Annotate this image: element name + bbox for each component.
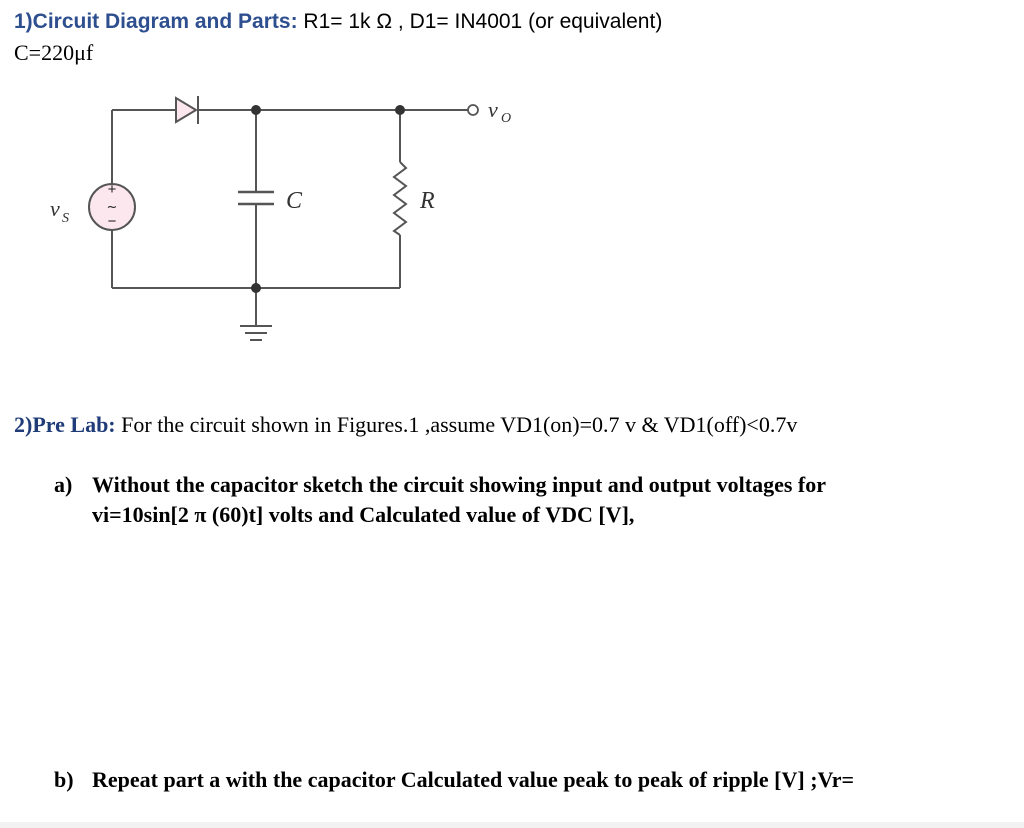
section2-label: 2)Pre Lab: <box>14 412 116 437</box>
section2-text: For the circuit shown in Figures.1 ,assu… <box>115 412 798 437</box>
source-label: v <box>50 196 60 221</box>
section2-heading: 2)Pre Lab: For the circuit shown in Figu… <box>14 410 797 440</box>
question-a-line2: vi=10sin[2 π (60)t] volts and Calculated… <box>92 502 635 527</box>
capacitor-value: C=220μf <box>14 40 94 65</box>
source-subscript: S <box>62 211 69 226</box>
section1-heading: 1)Circuit Diagram and Parts: R1= 1k Ω , … <box>14 8 662 36</box>
resistor-label: R <box>419 188 435 214</box>
question-b-marker: b) <box>54 767 74 792</box>
output-subscript: O <box>501 111 511 126</box>
parts-list: R1= 1k Ω , D1= IN4001 (or equivalent) <box>303 10 663 33</box>
output-label: v <box>488 97 498 122</box>
question-b: b) Repeat part a with the capacitor Calcu… <box>54 765 854 795</box>
question-a-line1: Without the capacitor sketch the circuit… <box>92 472 826 497</box>
ac-source-symbol: + ~ − <box>88 181 136 231</box>
circuit-diagram: + ~ − v S C R v O <box>50 96 511 341</box>
output-terminal <box>467 104 479 116</box>
source-minus: − <box>108 213 117 230</box>
capacitor-symbol <box>238 190 274 206</box>
resistor-symbol <box>392 161 408 236</box>
ground-symbol <box>240 325 272 341</box>
capacitor-label: C <box>286 188 303 214</box>
source-plus: + <box>108 181 117 198</box>
junction-dots <box>251 105 405 293</box>
sine-icon: ~ <box>107 200 118 215</box>
page-bottom-edge <box>0 822 1024 828</box>
question-a: a) Without the capacitor sketch the circu… <box>54 470 1004 530</box>
question-b-text: Repeat part a with the capacitor Calcula… <box>92 767 855 792</box>
diode-symbol <box>175 96 199 124</box>
question-a-marker: a) <box>54 472 73 497</box>
section1-label: 1)Circuit Diagram and Parts: <box>14 10 298 33</box>
